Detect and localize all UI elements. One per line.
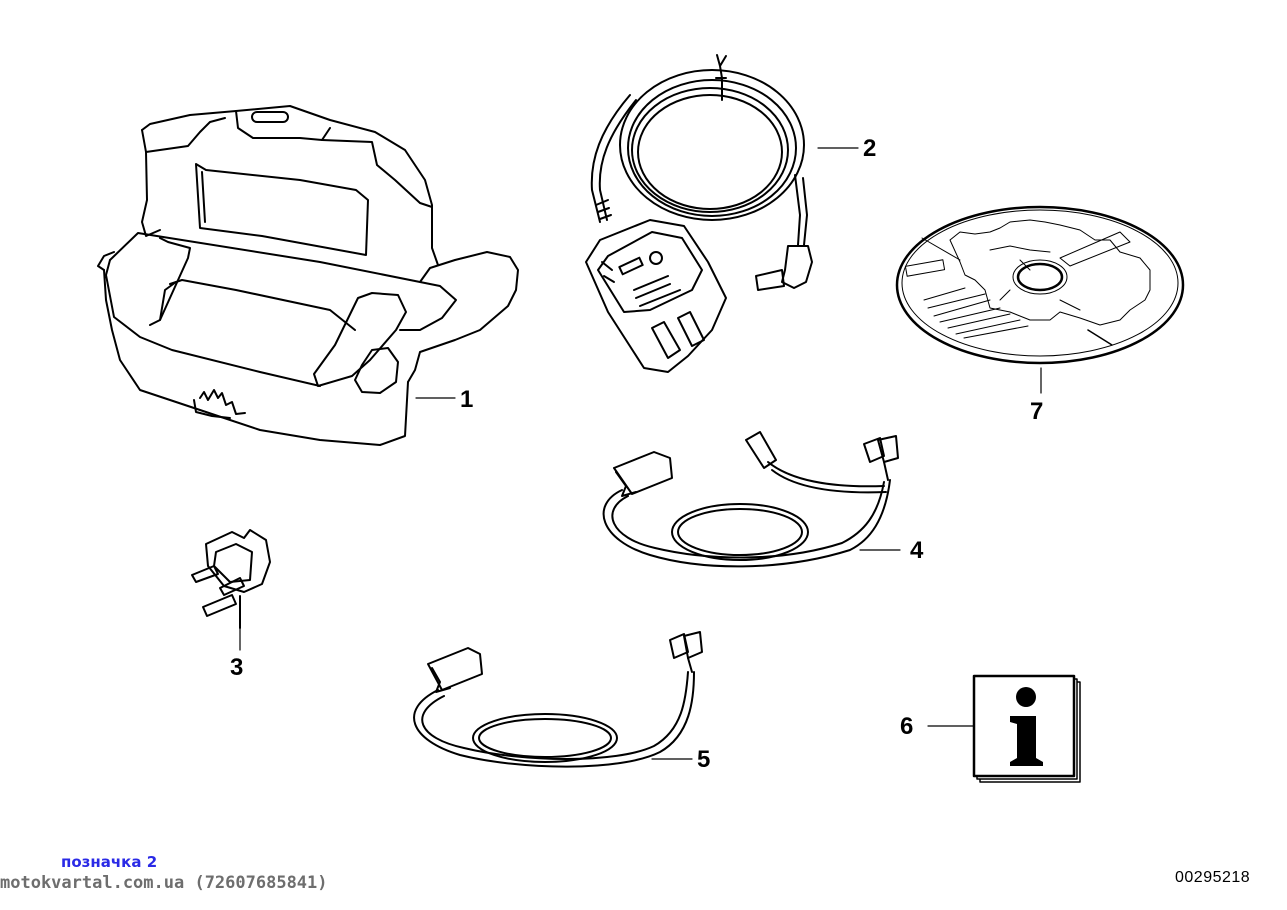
callout-3: 3 xyxy=(230,654,244,681)
callout-7: 7 xyxy=(1030,398,1044,425)
part-4-cable-harness[interactable] xyxy=(602,431,899,568)
part-3-adapter-plug[interactable] xyxy=(191,529,271,629)
watermark-label: позначка 2 xyxy=(61,853,158,871)
part-2-charger[interactable] xyxy=(585,54,813,373)
callout-1: 1 xyxy=(460,386,474,413)
part-5-cable-harness[interactable] xyxy=(413,631,703,768)
part-6-info-booklet[interactable] xyxy=(972,674,1081,783)
callout-2: 2 xyxy=(863,135,877,162)
diagram-id: 00295218 xyxy=(1175,869,1251,886)
part-1-bag[interactable] xyxy=(97,105,519,446)
watermark-site: motokvartal.com.ua (72607685841) xyxy=(0,873,328,893)
callout-4: 4 xyxy=(910,537,924,564)
callout-5: 5 xyxy=(697,746,711,773)
leader-lines xyxy=(239,147,1042,760)
part-7-cd[interactable] xyxy=(895,205,1185,365)
callout-6: 6 xyxy=(900,713,914,740)
